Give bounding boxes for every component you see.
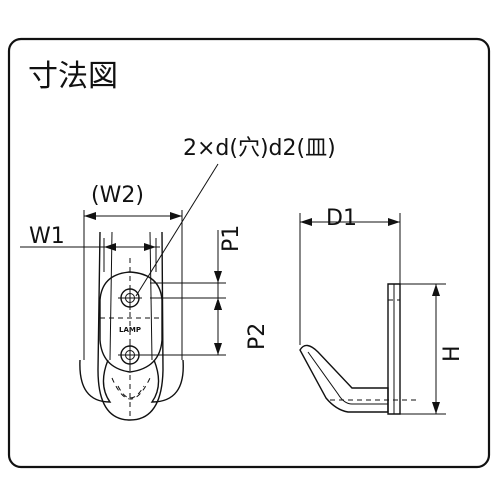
p2-arrow-bottom — [214, 343, 222, 355]
p2-label: P2 — [245, 323, 270, 350]
w1-arrow-right — [144, 243, 156, 251]
hole-spec-label: 2×d(穴)d2(皿) — [183, 136, 336, 161]
w2-arrow-left — [84, 212, 96, 220]
hook-outline-inner — [109, 231, 113, 361]
h-label: H — [440, 345, 465, 362]
hole-spec-leader — [135, 163, 219, 297]
mounting-plate — [99, 271, 163, 373]
hook-arm-left — [79, 359, 112, 403]
side-view — [299, 283, 420, 415]
w1-arrow-left — [104, 243, 116, 251]
p1-arrow-down — [214, 271, 222, 283]
hook-outline-inner-right — [149, 231, 153, 361]
d1-arrow-right — [388, 218, 400, 226]
p2-arrow-top — [214, 298, 222, 310]
w1-label: W1 — [29, 224, 65, 249]
side-hook-arm — [299, 344, 389, 413]
p1-label: P1 — [219, 225, 244, 252]
side-hook-inner — [307, 351, 388, 405]
front-view: LAMP — [79, 231, 184, 421]
d1-label: D1 — [326, 206, 357, 231]
drawing-title: 寸法図 — [28, 59, 118, 94]
logo-mark: LAMP — [119, 326, 141, 334]
w2-label: (W2) — [91, 183, 144, 208]
drawing-frame — [7, 37, 491, 469]
hook-outline-outer — [97, 231, 164, 421]
d1-arrow-left — [300, 218, 312, 226]
hook-arm-right — [150, 359, 184, 403]
hidden-curve — [111, 377, 151, 400]
w2-arrow-right — [170, 212, 182, 220]
hidden-curve-inner — [117, 385, 145, 399]
h-arrow-top — [432, 284, 440, 296]
h-arrow-bottom — [432, 402, 440, 414]
